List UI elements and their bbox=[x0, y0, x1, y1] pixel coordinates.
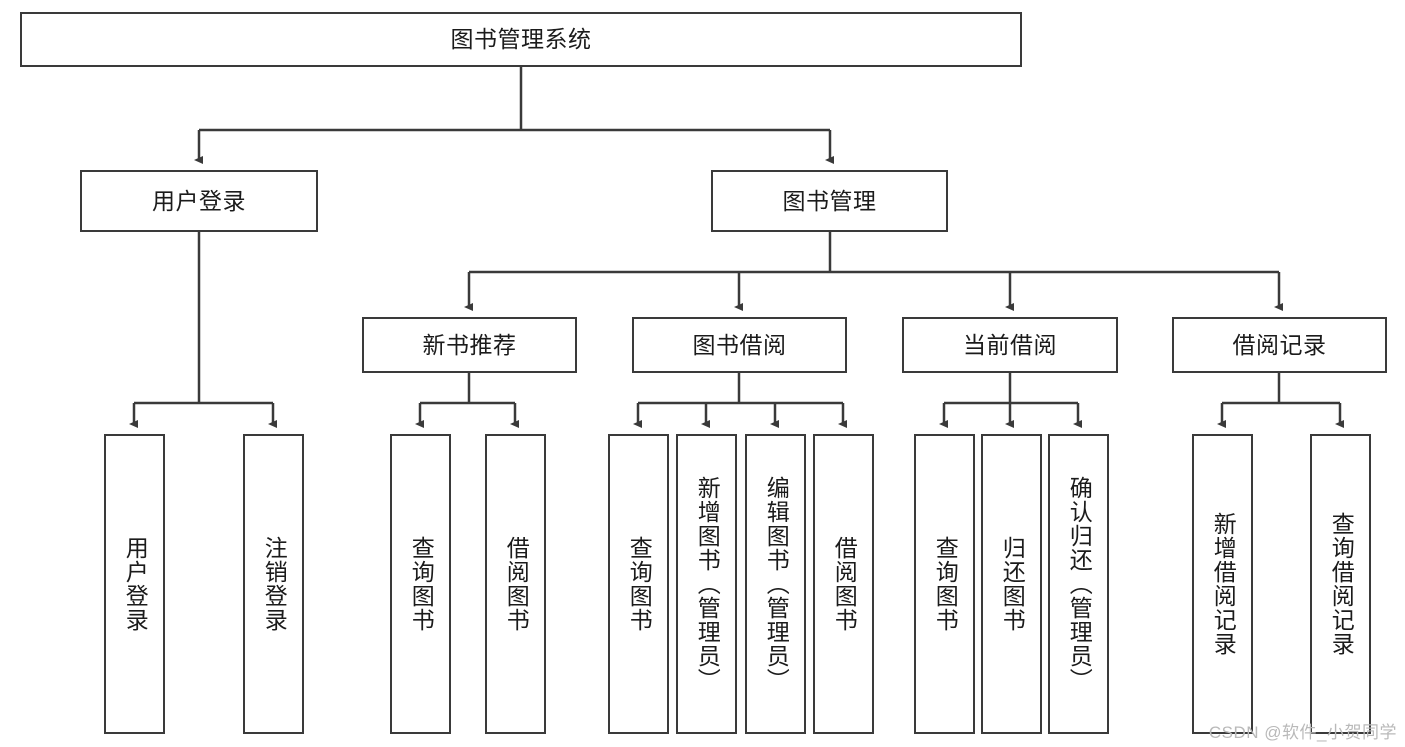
leaf-br-add-record-label: 新增借阅记录 bbox=[1210, 512, 1237, 656]
leaf-user-login-label: 用户登录 bbox=[122, 536, 149, 632]
leaf-bb-query-book[interactable]: 查询图书 bbox=[608, 434, 669, 734]
leaf-nb-query-book[interactable]: 查询图书 bbox=[390, 434, 451, 734]
leaf-cb-confirm-return[interactable]: 确认归还（管理员） bbox=[1048, 434, 1109, 734]
leaf-br-query-record[interactable]: 查询借阅记录 bbox=[1310, 434, 1371, 734]
watermark: CSDN @软件_小贺同学 bbox=[1208, 723, 1397, 742]
leaf-cb-return-book[interactable]: 归还图书 bbox=[981, 434, 1042, 734]
leaf-cb-query-book-label: 查询图书 bbox=[932, 536, 959, 632]
node-current-borrow[interactable]: 当前借阅 bbox=[902, 317, 1118, 373]
leaf-logout[interactable]: 注销登录 bbox=[243, 434, 304, 734]
leaf-cb-query-book[interactable]: 查询图书 bbox=[914, 434, 975, 734]
leaf-bb-query-book-label: 查询图书 bbox=[626, 536, 653, 632]
leaf-nb-borrow-book-label: 借阅图书 bbox=[503, 536, 530, 632]
node-new-book-recommend-label: 新书推荐 bbox=[422, 331, 517, 358]
leaf-nb-query-book-label: 查询图书 bbox=[408, 536, 435, 632]
node-root[interactable]: 图书管理系统 bbox=[20, 12, 1022, 67]
node-new-book-recommend[interactable]: 新书推荐 bbox=[362, 317, 577, 373]
leaf-bb-add-book[interactable]: 新增图书（管理员） bbox=[676, 434, 737, 734]
node-book-management[interactable]: 图书管理 bbox=[711, 170, 948, 232]
leaf-br-query-record-label: 查询借阅记录 bbox=[1328, 512, 1355, 656]
node-current-borrow-label: 当前借阅 bbox=[963, 331, 1057, 358]
node-borrow-record-label: 借阅记录 bbox=[1232, 331, 1327, 358]
node-user-login-label: 用户登录 bbox=[152, 187, 246, 214]
node-book-management-label: 图书管理 bbox=[782, 187, 877, 214]
node-user-login[interactable]: 用户登录 bbox=[80, 170, 318, 232]
leaf-nb-borrow-book[interactable]: 借阅图书 bbox=[485, 434, 546, 734]
leaf-user-login[interactable]: 用户登录 bbox=[104, 434, 165, 734]
leaf-bb-add-book-label: 新增图书（管理员） bbox=[694, 476, 721, 692]
leaf-bb-borrow-book-label: 借阅图书 bbox=[831, 536, 858, 632]
leaf-cb-return-book-label: 归还图书 bbox=[999, 536, 1026, 632]
leaf-bb-edit-book[interactable]: 编辑图书（管理员） bbox=[745, 434, 806, 734]
leaf-br-add-record[interactable]: 新增借阅记录 bbox=[1192, 434, 1253, 734]
leaf-cb-confirm-return-label: 确认归还（管理员） bbox=[1066, 476, 1093, 692]
leaf-logout-label: 注销登录 bbox=[261, 536, 288, 632]
node-borrow-record[interactable]: 借阅记录 bbox=[1172, 317, 1387, 373]
node-book-borrow-label: 图书借阅 bbox=[692, 331, 787, 358]
node-book-borrow[interactable]: 图书借阅 bbox=[632, 317, 847, 373]
leaf-bb-edit-book-label: 编辑图书（管理员） bbox=[763, 476, 790, 692]
leaf-bb-borrow-book[interactable]: 借阅图书 bbox=[813, 434, 874, 734]
node-root-label: 图书管理系统 bbox=[450, 26, 592, 53]
